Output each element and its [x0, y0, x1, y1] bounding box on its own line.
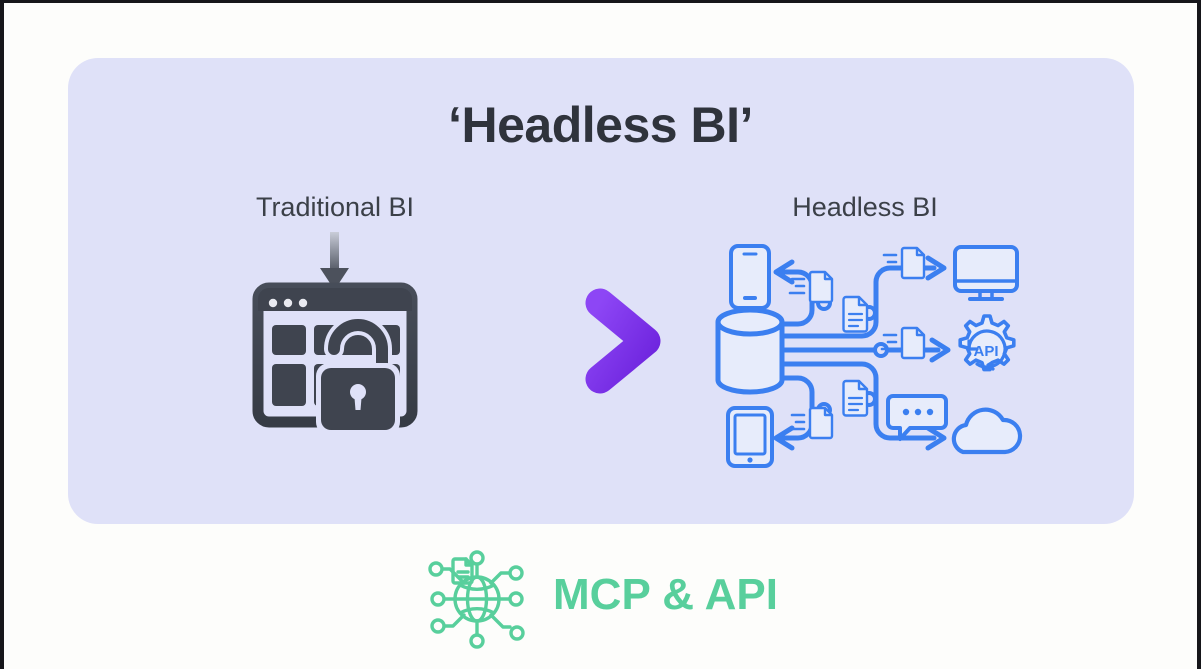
- frame-edge-right: [1197, 0, 1201, 669]
- api-gear-icon: API: [958, 314, 1016, 372]
- monitor-icon: [953, 245, 1019, 301]
- right-arrow-icon: [506, 288, 661, 394]
- document-motion-icon: [880, 246, 926, 280]
- headless-bi-network: API: [715, 244, 1023, 468]
- down-arrow-icon: [320, 232, 349, 290]
- phone-icon: [729, 244, 771, 310]
- column-label-traditional-bi: Traditional BI: [255, 192, 415, 222]
- footer-mcp-api: MCP & API: [0, 542, 1201, 652]
- frame-edge-left: [0, 0, 4, 669]
- document-motion-icon: [788, 406, 834, 440]
- document-motion-icon: [788, 270, 834, 304]
- column-label-headless-bi: Headless BI: [792, 192, 938, 222]
- page-title: ‘Headless BI’: [448, 97, 753, 153]
- tablet-icon: [726, 406, 774, 468]
- mcp-network-globe-icon: [428, 550, 525, 649]
- mcp-api-label: MCP & API: [553, 570, 778, 619]
- document-icon: [842, 295, 869, 333]
- document-icon: [842, 379, 869, 417]
- locked-dashboard-icon: [252, 282, 418, 435]
- chat-bubble-icon: [886, 394, 948, 441]
- api-gear-label: API: [973, 343, 998, 360]
- document-motion-icon: [880, 326, 926, 360]
- database-cylinder-icon: [715, 307, 785, 395]
- frame-edge-top: [0, 0, 1201, 3]
- cloud-icon: [951, 407, 1023, 455]
